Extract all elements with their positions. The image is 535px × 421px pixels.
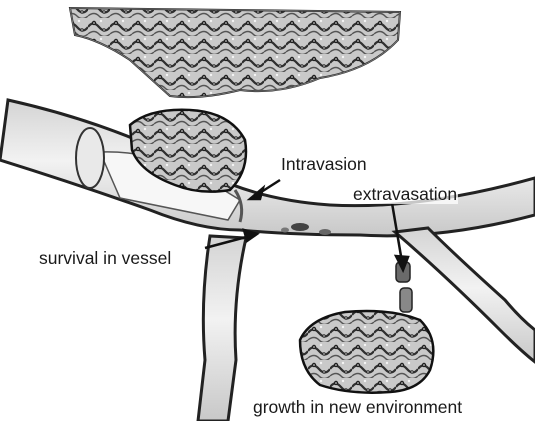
- label-growth-new-environment: growth in new environment: [252, 399, 463, 417]
- primary-tissue: [70, 8, 400, 97]
- label-intravasion: Intravasion: [280, 156, 368, 174]
- label-survival-in-vessel: survival in vessel: [38, 250, 172, 268]
- secondary-tumor: [300, 311, 433, 393]
- label-extravasation: extravasation: [352, 186, 458, 204]
